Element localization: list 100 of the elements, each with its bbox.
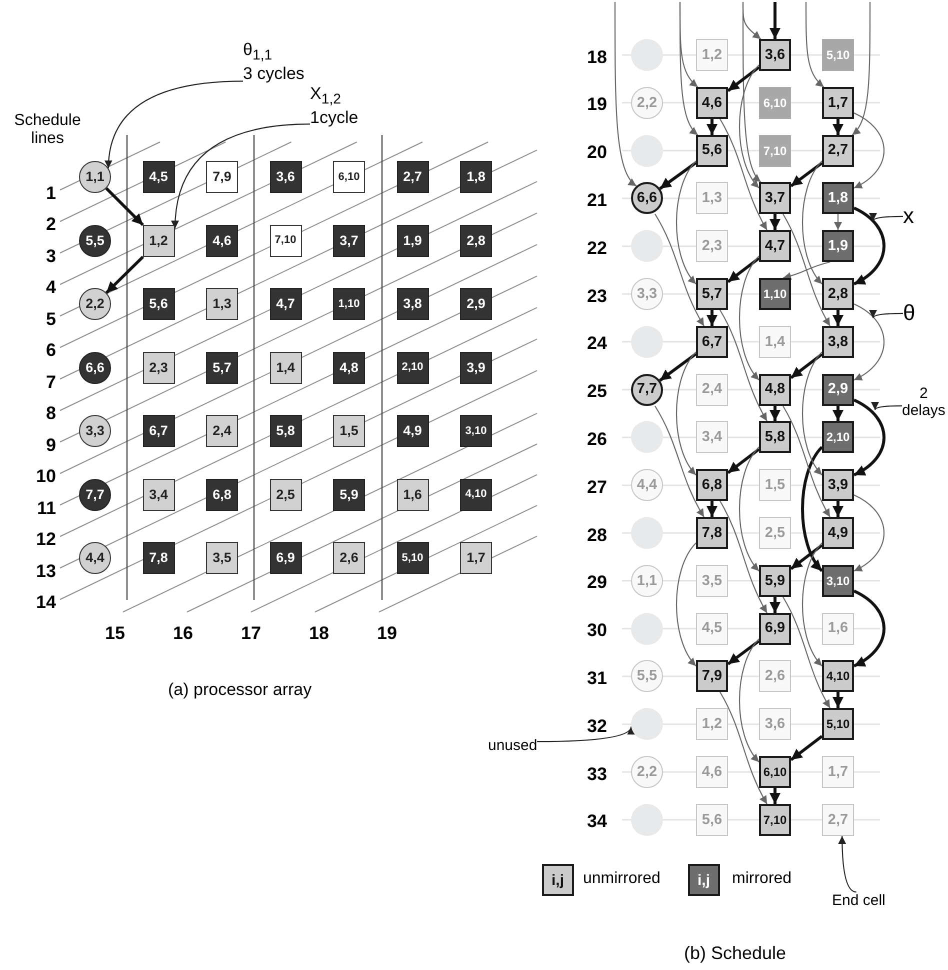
schedule-line-number: 4 xyxy=(46,277,56,298)
arrow xyxy=(738,446,760,572)
processor-cell: 5,9 xyxy=(759,564,791,597)
leader-line xyxy=(104,80,244,168)
processor-circle: 2,2 xyxy=(631,756,663,788)
processor-cell: 5,10 xyxy=(396,542,428,574)
processor-cell: 1,7 xyxy=(822,756,854,788)
processor-cell: 5,6 xyxy=(142,288,174,320)
axis-title: Schedule lines xyxy=(13,112,82,149)
time-step-number: 21 xyxy=(587,190,608,211)
caption: (a) processor array xyxy=(168,680,312,700)
arrow xyxy=(706,501,718,517)
processor-cell: 1,8 xyxy=(460,161,492,193)
schedule-line-number: 11 xyxy=(37,498,56,518)
annotation-text: unused xyxy=(488,737,538,754)
arrow xyxy=(720,118,768,230)
time-step-number: 24 xyxy=(587,333,608,354)
processor-cell: 3,5 xyxy=(696,564,728,597)
schedule-line-number: 10 xyxy=(36,466,56,487)
processor-cell: 2,6 xyxy=(333,542,365,574)
arrow xyxy=(654,214,704,326)
arrow xyxy=(770,406,780,421)
arrow xyxy=(659,352,697,382)
processor-cell: 3,4 xyxy=(696,421,728,454)
time-step-number: 33 xyxy=(587,764,608,784)
time-step-number: 28 xyxy=(587,524,608,546)
empty-slot-circle xyxy=(631,39,663,71)
arrow xyxy=(720,692,768,804)
arrow xyxy=(679,2,698,136)
arrow xyxy=(853,398,886,476)
processor-cell: 7,8 xyxy=(142,542,174,574)
arrow xyxy=(854,494,884,572)
schedule-line-number: 6 xyxy=(46,340,56,361)
processor-cell: 3,5 xyxy=(206,542,238,574)
processor-cell: 1,8 xyxy=(822,182,854,214)
processor-cell: 4,6 xyxy=(696,756,728,788)
arrow xyxy=(782,406,830,518)
processor-circle: 3,3 xyxy=(79,415,111,447)
empty-slot-circle xyxy=(631,708,663,740)
arrow xyxy=(720,310,768,422)
annotation-text: End cell xyxy=(832,892,886,910)
processor-cell: 2,5 xyxy=(270,478,302,510)
processor-cell: 1,5 xyxy=(759,469,791,502)
processor-cell: 7,8 xyxy=(696,517,728,549)
processor-circle: 1,1 xyxy=(631,564,663,597)
processor-cell: 5,8 xyxy=(759,421,791,454)
processor-cell: 3,4 xyxy=(142,478,174,510)
arrow xyxy=(834,214,842,230)
time-step-number: 18 xyxy=(587,46,608,68)
schedule-line-number: 14 xyxy=(36,592,56,613)
time-step-number: 31 xyxy=(587,668,608,689)
schedule-line-number: 5 xyxy=(46,308,56,330)
processor-cell: 3,7 xyxy=(759,182,791,214)
arrow xyxy=(801,446,824,572)
processor-cell: 5,10 xyxy=(822,39,854,71)
annotation-text: θ$_{1,1}$ 3 cycles xyxy=(243,40,304,84)
processor-cell: 2,8 xyxy=(460,224,492,256)
arrow xyxy=(802,542,822,666)
arrow xyxy=(853,206,886,286)
arrow xyxy=(727,257,760,283)
processor-cell: 2,9 xyxy=(822,374,854,406)
schedule-line-number: 15 xyxy=(105,622,126,644)
legend-label: unmirrored xyxy=(583,870,660,888)
processor-circle: 7,7 xyxy=(631,374,663,406)
processor-cell: 1,7 xyxy=(460,542,492,574)
leader-line xyxy=(871,309,903,318)
processor-circle: 2,2 xyxy=(631,86,663,119)
schedule-line-number: 17 xyxy=(241,622,262,644)
annotation-text: 2 delays xyxy=(902,385,946,420)
arrow xyxy=(742,2,762,182)
processor-cell: 7,9 xyxy=(696,660,728,692)
processor-cell: 4,7 xyxy=(270,288,302,320)
annotation-text: X$_{1,2}$ 1cycle xyxy=(310,84,358,128)
processor-cell: 6,10 xyxy=(759,86,791,119)
caption: (b) Schedule xyxy=(684,942,786,964)
processor-cell: 5,9 xyxy=(333,478,365,510)
processor-cell: 1,10 xyxy=(759,278,791,310)
processor-cell: 1,3 xyxy=(206,288,238,320)
processor-cell: 6,9 xyxy=(270,542,302,574)
legend-label: mirrored xyxy=(732,870,792,888)
processor-cell: 3,8 xyxy=(822,326,854,358)
processor-cell: 6,8 xyxy=(696,469,728,502)
time-step-number: 23 xyxy=(587,286,608,306)
processor-cell: 5,8 xyxy=(270,415,302,447)
arrow xyxy=(832,692,844,708)
arrow xyxy=(852,2,871,136)
arrow xyxy=(802,352,822,476)
processor-circle: 6,6 xyxy=(631,182,663,214)
arrow xyxy=(832,119,844,135)
arrow xyxy=(706,310,718,326)
arrow xyxy=(770,788,780,804)
swatch-label: i,j xyxy=(552,872,564,889)
processor-cell: 7,10 xyxy=(759,804,791,836)
processor-cell: 2,7 xyxy=(822,804,854,836)
annotation-text: x xyxy=(903,203,914,228)
processor-cell: 2,7 xyxy=(822,134,854,167)
schedule-line-number: 19 xyxy=(377,622,398,644)
arrow xyxy=(854,304,884,380)
processor-circle: 1,1 xyxy=(79,161,111,193)
schedule-line-number: 13 xyxy=(36,560,56,582)
